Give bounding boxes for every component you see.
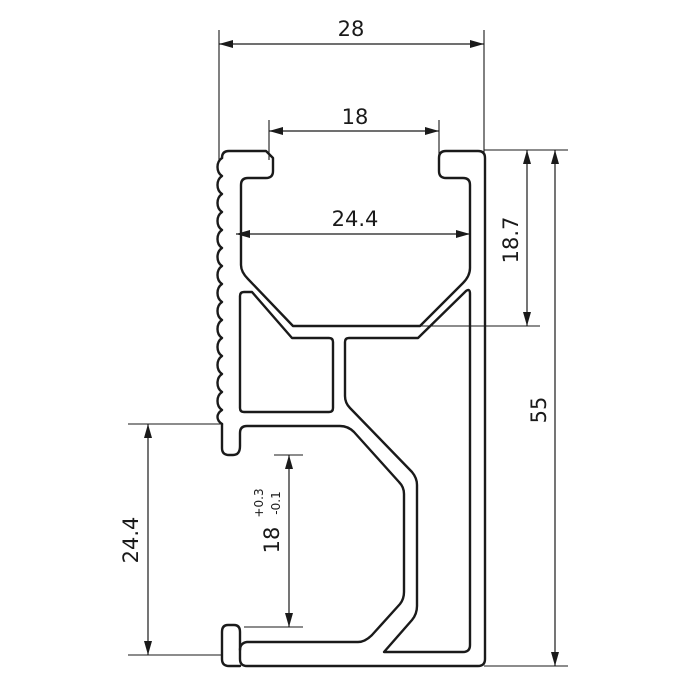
dimension-lines <box>144 40 559 666</box>
lower-hook <box>220 623 242 668</box>
serrated-edge <box>216 156 224 426</box>
inner-chamber-right <box>343 288 472 654</box>
dim-slot-tol-lower: -0.1 <box>269 491 283 514</box>
dim-overall-width: 28 <box>338 17 365 41</box>
extension-lines <box>128 30 568 667</box>
dim-slot-width: 18 <box>260 527 284 554</box>
profile-outer-contour <box>220 149 487 668</box>
aluminium-profile <box>216 149 487 668</box>
inner-chamber-left <box>238 290 335 414</box>
dim-lower-height: 24.4 <box>119 517 143 564</box>
dim-slot-tol-upper: +0.3 <box>252 488 266 517</box>
dim-channel-depth: 18.7 <box>499 217 523 264</box>
dim-overall-height: 55 <box>527 397 551 424</box>
dim-inner-width: 24.4 <box>332 207 379 231</box>
dim-opening-width: 18 <box>342 105 369 129</box>
